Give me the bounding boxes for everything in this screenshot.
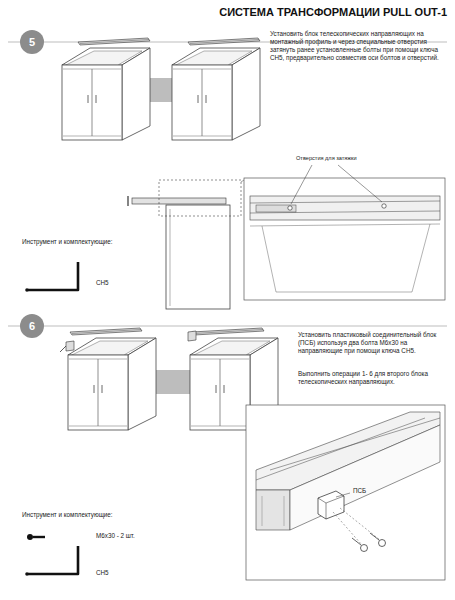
part-quantity: М6х30 - 2 шт. xyxy=(96,532,196,540)
parts-heading: Инструмент и комплектующие: xyxy=(22,511,162,519)
instruction-text: Установить пластиковый соединительный бл… xyxy=(298,331,443,355)
callout-label: Отверстия для затяжки xyxy=(296,155,396,162)
step-number: 5 xyxy=(29,36,35,48)
step-circle: 5 xyxy=(20,30,44,54)
page-title: СИСТЕМА ТРАНСФОРМАЦИИ PULL OUT-1 xyxy=(219,6,447,20)
part-name: ПСБ xyxy=(353,487,393,495)
instruction-text: Установить блок телескопических направля… xyxy=(270,30,446,61)
parts-heading: Инструмент и комплектующие: xyxy=(22,238,162,246)
step-number: 6 xyxy=(29,320,35,332)
tool-name: CH5 xyxy=(96,569,136,577)
step-circle: 6 xyxy=(20,314,44,338)
instruction-text: Выполнить операции 1- 6 для второго блок… xyxy=(298,370,443,386)
tool-name: CH5 xyxy=(96,279,136,287)
